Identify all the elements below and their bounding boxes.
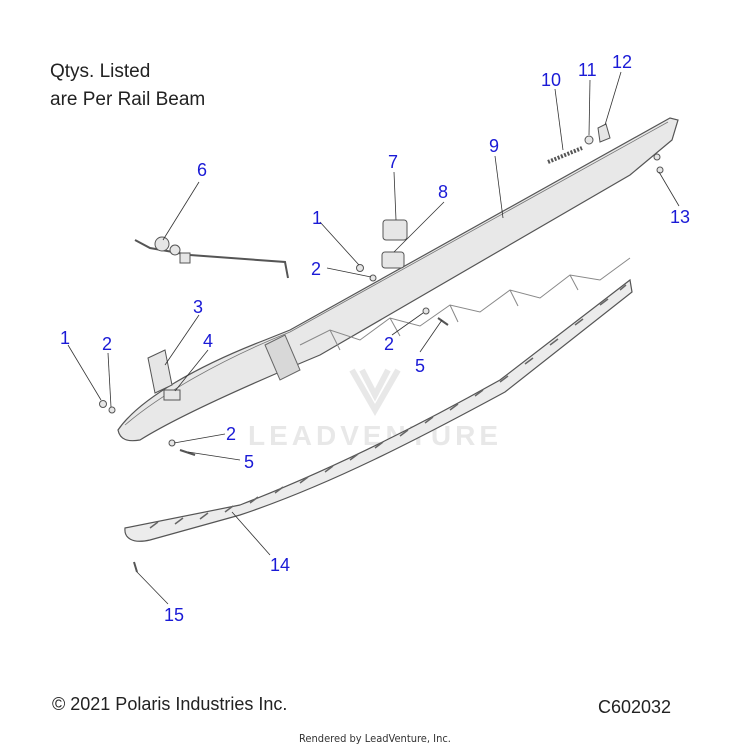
- quantity-note-line2: are Per Rail Beam: [50, 89, 206, 110]
- washer-2c: [108, 406, 116, 414]
- bolt-5a: [437, 317, 449, 326]
- callout-2d: 2: [226, 424, 236, 444]
- callout-2b: 2: [102, 334, 112, 354]
- block-7: [382, 219, 408, 241]
- rivet-15: [133, 561, 138, 573]
- callout-4: 4: [203, 331, 213, 351]
- callout-5a: 5: [415, 356, 425, 376]
- callout-1a: 1: [312, 208, 322, 228]
- callout-3: 3: [193, 297, 203, 317]
- bumper-3: [147, 349, 173, 394]
- rail-beam-truss: [299, 257, 631, 351]
- rail-beam-top-edge: [124, 121, 669, 426]
- bolt-5b: [179, 449, 196, 456]
- block-8: [381, 251, 405, 269]
- spring-10: [547, 146, 583, 164]
- callout-5b: 5: [244, 452, 254, 472]
- wear-strip-body: [124, 278, 633, 542]
- nut-1a: [356, 264, 364, 272]
- rail-beam: [117, 117, 679, 442]
- callout-14: 14: [270, 555, 290, 575]
- bumper-4: [163, 389, 181, 401]
- callout-13: 13: [670, 207, 690, 227]
- rail-beam-body: [117, 117, 679, 442]
- callout-9: 9: [489, 136, 499, 156]
- bracket-12: [597, 123, 611, 143]
- callout-10: 10: [541, 70, 561, 90]
- part-shapes: [99, 123, 664, 573]
- nut-1b: [99, 400, 107, 408]
- watermark-logo-icon: [349, 368, 401, 417]
- callout-2a: 2: [311, 259, 321, 279]
- callout-8: 8: [438, 182, 448, 202]
- callout-12: 12: [612, 52, 632, 72]
- pivot-washer: [169, 244, 181, 256]
- wear-strip-teeth: [149, 284, 627, 529]
- callout-15: 15: [164, 605, 184, 625]
- washer-2b: [422, 307, 430, 315]
- callout-11: 11: [578, 60, 597, 80]
- fastener-13a: [653, 153, 661, 161]
- washer-11: [584, 135, 594, 145]
- washer-2a: [369, 274, 377, 282]
- copyright-text: © 2021 Polaris Industries Inc.: [52, 694, 288, 714]
- pivot-bolt: [179, 252, 191, 264]
- callout-2c: 2: [384, 334, 394, 354]
- diagram-code: C602032: [598, 697, 672, 717]
- callout-labels: 1 1 2 2 2 2 3 4 5 5 6 7 8 9 10 11 12 13 …: [60, 52, 690, 625]
- wear-strip: [124, 278, 633, 542]
- callout-6: 6: [197, 160, 207, 180]
- leader-lines: [67, 71, 680, 605]
- quantity-note: Qtys. Listed are Per Rail Beam: [50, 58, 205, 114]
- pivot-spring: [154, 236, 170, 252]
- fastener-13b: [656, 166, 664, 174]
- callout-1b: 1: [60, 328, 70, 348]
- watermark-text: LEADVENTURE: [248, 420, 502, 451]
- leadventure-watermark: LEADVENTURE: [248, 368, 502, 451]
- callout-7: 7: [388, 152, 398, 172]
- rendered-by-credit: Rendered by LeadVenture, Inc.: [299, 732, 451, 745]
- quantity-note-line1: Qtys. Listed: [50, 61, 151, 82]
- rail-beam-front-gusset: [264, 334, 301, 381]
